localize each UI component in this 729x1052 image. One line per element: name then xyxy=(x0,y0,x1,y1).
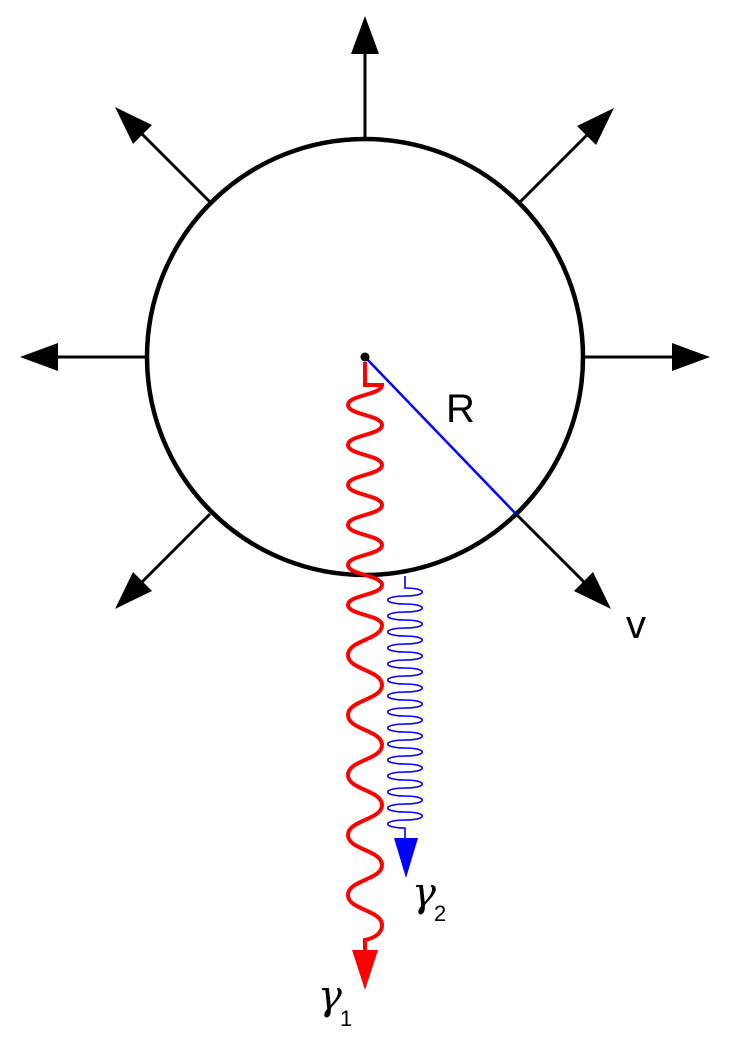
photon-2-index: 2 xyxy=(434,901,446,926)
photon-2-label: γ 2 xyxy=(412,870,446,926)
photon-1-arrowhead xyxy=(352,950,378,990)
photon-2 xyxy=(386,576,424,878)
photon-2-wave xyxy=(386,576,424,840)
expansion-arrow-right xyxy=(583,343,710,371)
photon-1-index: 1 xyxy=(340,1006,352,1031)
photon-2-symbol: γ xyxy=(412,870,436,916)
photon-2-arrowhead xyxy=(394,838,418,878)
velocity-label: v xyxy=(626,603,646,647)
expansion-arrow-left xyxy=(20,343,147,371)
photon-1-wave xyxy=(345,362,385,952)
expansion-arrow-upper-left xyxy=(115,107,212,204)
expansion-arrows xyxy=(20,16,710,609)
expansion-arrow-upper-right xyxy=(518,108,614,204)
expansion-arrow-up xyxy=(351,16,379,140)
radius-label: R xyxy=(446,387,475,431)
center-dot xyxy=(360,352,370,362)
velocity-arrow xyxy=(514,512,611,609)
photon-1-label: γ 1 xyxy=(318,973,352,1031)
photon-1 xyxy=(345,362,385,990)
expansion-arrow-lower-left xyxy=(115,512,212,609)
radius-line xyxy=(364,356,517,515)
photon-1-symbol: γ xyxy=(318,973,342,1019)
